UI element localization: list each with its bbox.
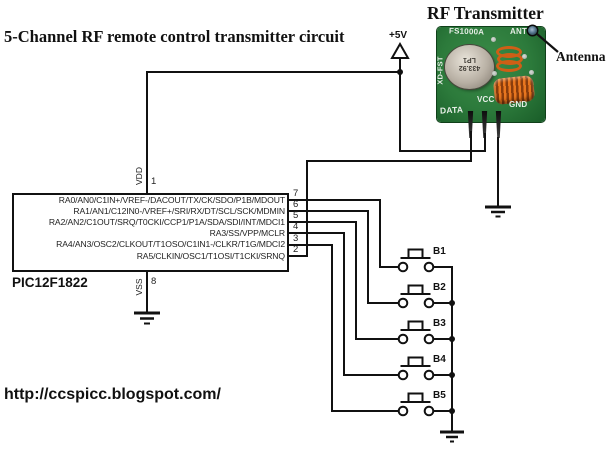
ic-pin-number-4: 4	[293, 221, 299, 232]
ic-body	[12, 193, 289, 272]
module-gnd-text: GND	[509, 100, 528, 109]
button-label-b2: B2	[433, 282, 446, 293]
ic-pin-number-3: 3	[293, 233, 299, 244]
button-label-b5: B5	[433, 390, 446, 401]
push-button-b3	[397, 320, 435, 345]
data-wire	[289, 131, 472, 257]
ic-pin-number-7: 7	[293, 188, 299, 199]
solder-pad	[491, 37, 496, 42]
push-button-b2	[397, 284, 435, 309]
solder-pad	[522, 54, 527, 59]
module-vcc-text: VCC	[477, 95, 495, 104]
wire-group	[146, 57, 499, 432]
module-gnd-pin	[495, 111, 502, 138]
ic-pin-function-labels: RA0/AN0/C1IN+/VREF-/DACOUT/TX/CK/SDO/P1B…	[14, 195, 285, 262]
power-arrow-icon	[390, 41, 410, 59]
pin7-b1-wire	[289, 199, 398, 268]
module-data-pin	[467, 111, 474, 138]
junction-dot	[449, 300, 455, 306]
vdd-pin-number: 1	[151, 176, 157, 187]
page-title: 5-Channel RF remote control transmitter …	[4, 27, 345, 46]
button-label-b3: B3	[433, 318, 446, 329]
solder-pad	[529, 70, 534, 75]
ic-pin-number-2: 2	[293, 244, 299, 255]
ground-symbol-vss	[134, 311, 160, 325]
power-rail-label: +5V	[389, 30, 408, 41]
website-url: http://ccspicc.blogspot.com/	[4, 386, 221, 403]
pin6-b2-wire	[289, 210, 398, 304]
pin3-b5-wire	[289, 244, 398, 412]
junction-dot	[449, 372, 455, 378]
ic-part-number: PIC12F1822	[12, 275, 88, 290]
ic-pin-number-5: 5	[293, 210, 299, 221]
rf-transmitter-heading: RF Transmitter	[427, 3, 544, 23]
push-button-b4	[397, 356, 435, 381]
push-button-b5	[397, 392, 435, 417]
ic-pin-label-ra0: RA0/AN0/C1IN+/VREF-/DACOUT/TX/CK/SDO/P1B…	[58, 194, 285, 205]
pin4-b4-wire	[289, 232, 398, 376]
ic-pin-label-ra1: RA1/AN1/C12IN0-/VREF+/SRI/RX/DT/SCL/SCK/…	[73, 205, 285, 216]
module-ant-text: ANT	[510, 27, 528, 36]
vdd-wire	[146, 71, 400, 194]
button-label-b1: B1	[433, 246, 446, 257]
junction-dots	[397, 69, 455, 414]
ground-symbol-buttons	[440, 430, 464, 443]
solder-pad	[492, 71, 497, 76]
ic-pin-label-ra2: RA2/AN2/C1OUT/SRQ/T0CKI/CCP1/P1A/SDA/SDI…	[48, 216, 285, 227]
antenna-label: Antenna	[556, 49, 606, 64]
spiral-coil-turn	[496, 60, 522, 72]
vcc-wire	[399, 57, 486, 152]
ground-symbol-module	[485, 205, 511, 218]
ic-pin-label-ra5: RA5/CLKIN/OSC1/T1OSI/T1CKI/SRNQ	[136, 250, 285, 261]
antenna-pointer-line	[536, 33, 559, 53]
vss-pin-number: 8	[151, 276, 157, 287]
junction-dot	[449, 408, 455, 414]
junction-dot	[449, 336, 455, 342]
ground-symbols	[134, 205, 511, 443]
junction-dot	[397, 69, 403, 75]
module-vcc-pin	[481, 111, 488, 138]
push-buttons	[397, 248, 435, 417]
saw-resonator: 433.92 LP1	[445, 45, 494, 89]
pin5-b3-wire	[289, 221, 398, 340]
ic-pin-label-ra3: RA3/SS/VPP/MCLR	[209, 228, 286, 239]
button-label-b4: B4	[433, 354, 446, 365]
antenna-hole	[528, 26, 537, 35]
ic-pin-label-ra4: RA4/AN3/OSC2/CLKOUT/T1OSO/C1IN1-/CLKR/T1…	[56, 239, 285, 250]
ic-pin-number-6: 6	[293, 199, 299, 210]
push-button-b1	[397, 248, 435, 273]
